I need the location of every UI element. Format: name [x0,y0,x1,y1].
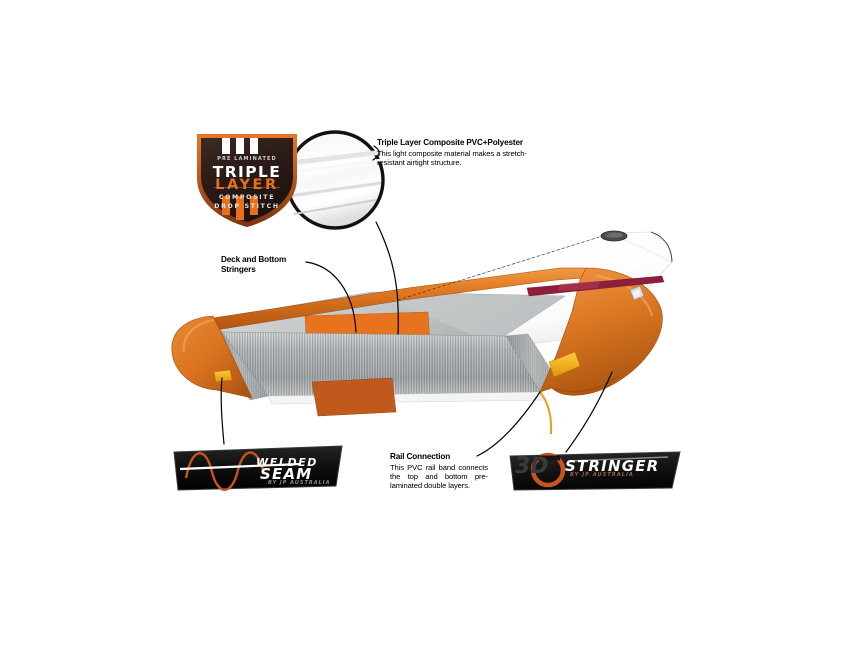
leader-rail [476,391,541,457]
triple-layer-magnifier [285,130,385,230]
badge-welded-line2: SEAM [260,465,313,483]
welded-seam-plate-graphic [173,445,343,491]
carry-handle [600,230,628,242]
callout-leaders [220,145,613,457]
badge-welded-line1: WELDED [256,456,319,469]
deck-stripe [526,275,665,297]
badge-triple-pre-label: PRE LAMINATED [217,155,277,162]
badge-3d-line2: STRINGER [565,457,660,475]
callout-triple-layer-composite: Triple Layer Composite PVC+Polyester Thi… [377,138,549,167]
callout-rail-connection: Rail Connection This PVC rail band conne… [390,452,488,491]
callout-rail-title: Rail Connection [390,452,451,461]
badge-3d-stringer: 3D STRINGER BY JP AUSTRALIA [508,450,680,492]
stringer-3d-plate-graphic [509,451,681,491]
badge-triple-line1: TRIPLE [212,162,282,181]
rail-connection-band-nose [213,369,233,383]
badge-triple-line3: COMPOSITE [218,194,276,201]
badge-triple-line4: DROP STITCH [214,202,280,210]
board-assembly [171,230,673,435]
leader-welded [220,377,225,445]
badge-welded-byline: BY JP AUSTRALIA [268,479,331,486]
triple-layer-shield-graphic [197,134,297,227]
tail-valve-fitting [629,285,645,301]
board-outline [397,231,673,301]
rail-connection-band-tail [539,351,581,435]
nose-rail-cap [171,315,253,399]
badge-3d-byline: BY JP AUSTRALIA [570,472,635,478]
callout-stringers-title: Deck and Bottom Stringers [221,255,287,274]
callout-rail-body: This PVC rail band connects the top and … [390,462,488,491]
callout-triple-layer-body: This light composite material makes a st… [377,148,527,167]
badge-triple-line2: LAYER [215,177,279,193]
leader-3d [565,371,613,453]
bottom-stringer-patch [311,377,397,417]
leader-stringers [305,261,357,333]
callout-triple-layer-title: Triple Layer Composite PVC+Polyester [377,138,523,147]
badge-triple-layer: PRE LAMINATED TRIPLE LAYER COMPOSITE DRO… [193,131,301,223]
badge-3d-line1: 3D [515,454,549,479]
leader-triple-text [372,145,380,161]
callout-deck-and-bottom-stringers: Deck and Bottom Stringers [221,255,341,275]
badge-welded-seam: WELDED SEAM BY JP AUSTRALIA [172,444,344,494]
leader-triple-layer [375,221,399,335]
